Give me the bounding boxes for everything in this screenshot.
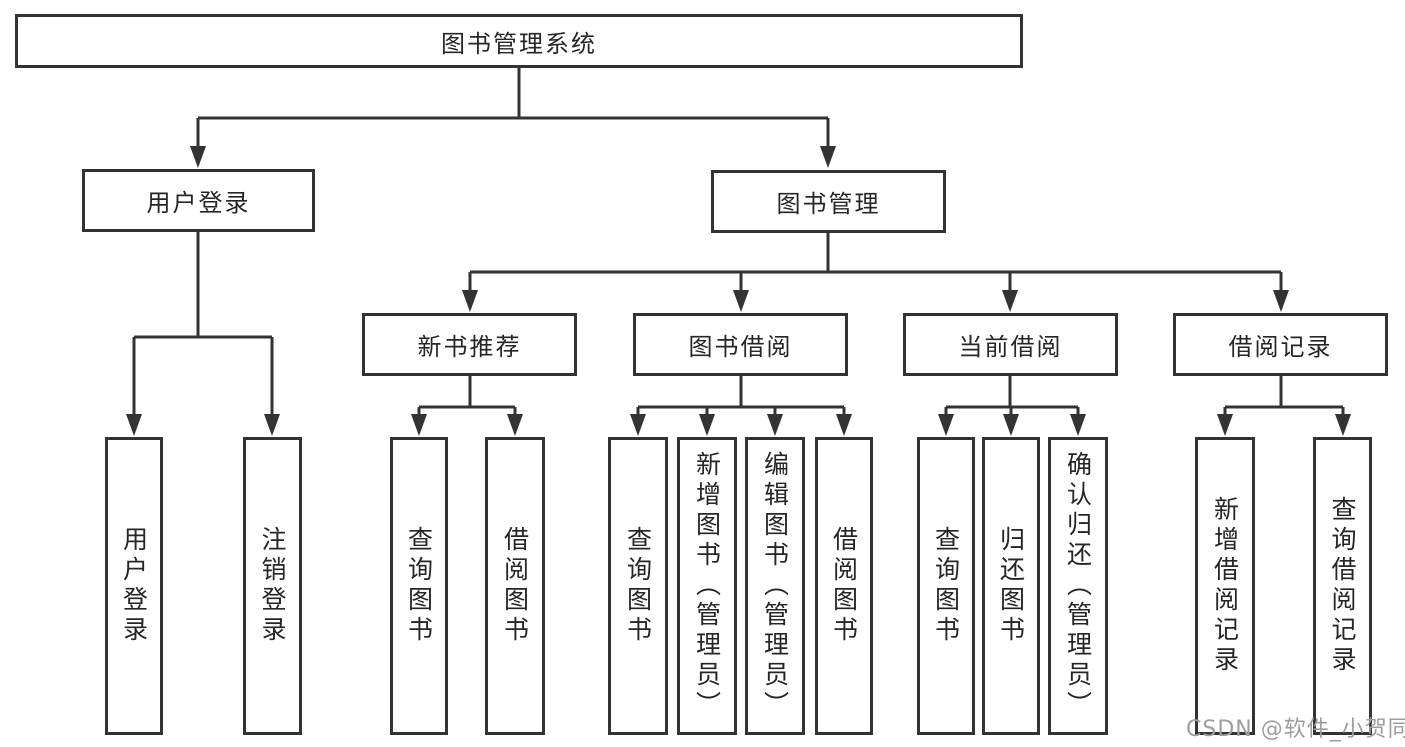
leaf-label: 查询借阅记录 [1328, 496, 1357, 676]
leaf-label: 借阅图书 [500, 526, 530, 646]
leaf-label: 注销登录 [258, 526, 287, 646]
node-leaf-query-borrow-record: 查询借阅记录 [1313, 437, 1372, 735]
node-borrow-records: 借阅记录 [1173, 313, 1388, 376]
leaf-label: 查询图书 [404, 526, 434, 646]
node-root-library-system: 图书管理系统 [15, 14, 1023, 68]
node-leaf-add-borrow-record: 新增借阅记录 [1195, 437, 1255, 735]
node-current-borrow: 当前借阅 [903, 313, 1118, 376]
leaf-label: 新增图书（管理员） [692, 451, 722, 721]
node-leaf-borrow-books-1: 借阅图书 [485, 437, 545, 735]
node-leaf-query-books-2: 查询图书 [608, 437, 668, 735]
leaf-label: 用户登录 [119, 526, 149, 646]
node-leaf-edit-books-admin: 编辑图书（管理员） [745, 437, 805, 735]
leaf-label: 确认归还（管理员） [1063, 451, 1093, 721]
node-book-borrow: 图书借阅 [633, 313, 848, 376]
leaf-label: 新增借阅记录 [1210, 496, 1240, 676]
csdn-watermark: CSDN @软件_小贺同学 [1186, 717, 1405, 742]
leaf-label: 编辑图书（管理员） [760, 451, 790, 721]
node-new-book-recommend: 新书推荐 [362, 313, 577, 376]
node-leaf-borrow-books-2: 借阅图书 [815, 437, 873, 735]
leaf-label: 查询图书 [623, 526, 653, 646]
node-leaf-logout: 注销登录 [243, 437, 302, 735]
node-book-management-module: 图书管理 [711, 170, 946, 233]
node-leaf-query-books-1: 查询图书 [390, 437, 448, 735]
node-leaf-confirm-return-admin: 确认归还（管理员） [1048, 437, 1108, 735]
node-leaf-user-login: 用户登录 [105, 437, 163, 735]
connector-trunks [134, 67, 1343, 409]
leaf-label: 查询图书 [931, 526, 961, 646]
node-user-login-module: 用户登录 [82, 169, 315, 232]
leaf-label: 借阅图书 [829, 526, 859, 646]
node-leaf-query-books-3: 查询图书 [917, 437, 975, 735]
node-leaf-return-books: 归还图书 [982, 437, 1040, 735]
leaf-label: 归还图书 [996, 526, 1026, 646]
node-leaf-add-books-admin: 新增图书（管理员） [677, 437, 737, 735]
